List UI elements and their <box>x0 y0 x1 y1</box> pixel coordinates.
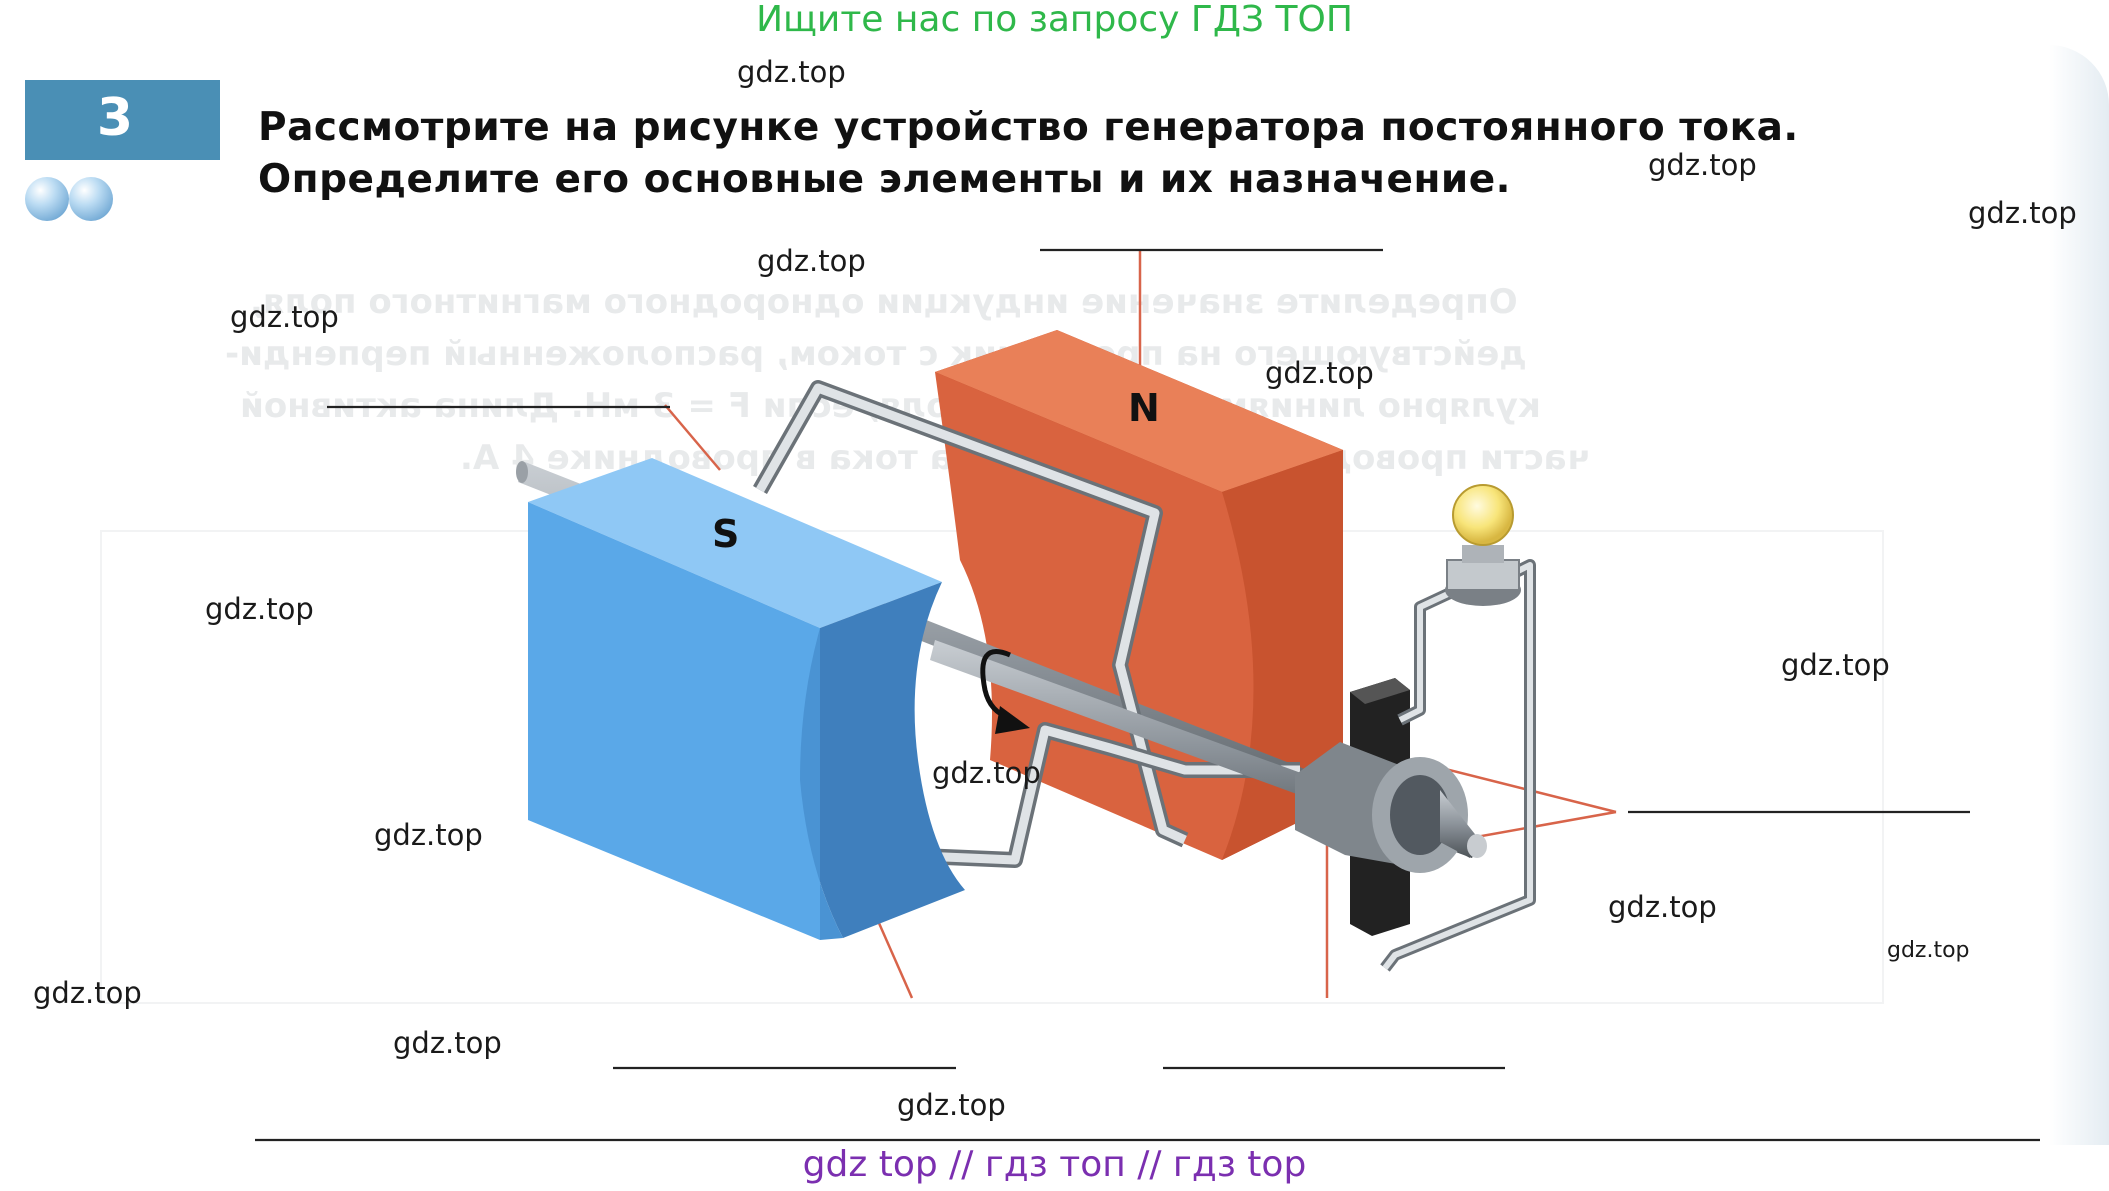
answer-lines <box>255 248 2040 1142</box>
watermark: gdz.top <box>33 976 142 1010</box>
watermark: gdz.top <box>205 592 314 626</box>
watermark: gdz.top <box>1968 196 2077 230</box>
top-banner: Ищите нас по запросу ГДЗ ТОП <box>756 0 1353 40</box>
leader-line-shaft <box>664 404 721 471</box>
task-number: 3 <box>96 88 134 148</box>
watermark: gdz.top <box>374 818 483 852</box>
pole-label-south: S <box>712 512 740 556</box>
task-text-line: Рассмотрите на рисунке устройство генера… <box>258 105 1799 150</box>
light-bulb-icon <box>1445 484 1521 606</box>
watermark: gdz.top <box>737 55 846 89</box>
watermark: gdz.top <box>393 1026 502 1060</box>
watermark: gdz.top <box>1648 148 1757 182</box>
task-number-badge <box>25 80 220 160</box>
difficulty-indicator <box>25 177 114 226</box>
pole-label-north: N <box>1128 386 1160 430</box>
magnet-south <box>528 458 965 940</box>
footer-banner: gdz top // гдз топ // гдз top <box>802 1144 1307 1185</box>
task-text: Рассмотрите на рисунке устройство генера… <box>258 102 1898 206</box>
watermark: gdz.top <box>1265 356 1374 390</box>
rotation-arrow-icon <box>980 649 1030 734</box>
watermark: gdz.top <box>1887 938 1970 963</box>
watermark: gdz.top <box>1608 890 1717 924</box>
difficulty-dot-icon <box>69 177 114 221</box>
watermark: gdz.top <box>932 756 1041 790</box>
difficulty-dot-icon <box>25 177 69 221</box>
commutator <box>1295 742 1487 873</box>
task-text-line: Определите его основные элементы и их на… <box>258 157 1511 202</box>
watermark: gdz.top <box>897 1088 1006 1122</box>
watermark: gdz.top <box>757 244 866 278</box>
page-edge <box>2049 45 2109 1145</box>
watermark: gdz.top <box>230 300 339 334</box>
armature-coil <box>753 380 1300 868</box>
watermark: gdz.top <box>1781 648 1890 682</box>
